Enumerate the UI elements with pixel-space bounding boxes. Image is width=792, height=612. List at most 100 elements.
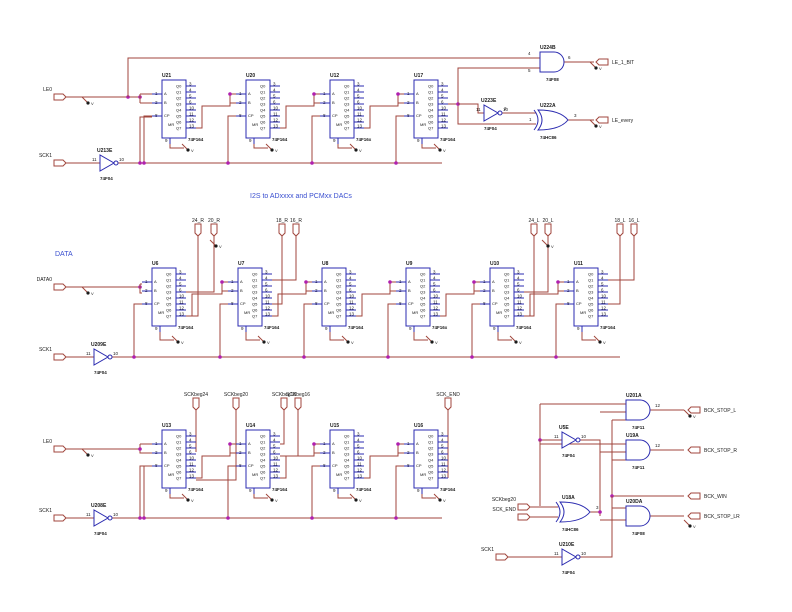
pin-name: Q4 [428, 458, 434, 463]
pin-number: 5 [601, 282, 604, 287]
net-label-l24: 24_L [528, 218, 539, 224]
pin-number: 13 [433, 312, 439, 317]
pin-number: 9 [165, 138, 168, 143]
wire [395, 465, 404, 518]
pin-name: Q1 [176, 440, 182, 445]
pin-number: 6 [517, 288, 520, 293]
wire [186, 236, 199, 317]
pin-number: 12 [601, 306, 607, 311]
register-body [321, 267, 347, 327]
pin-number: 6 [189, 100, 192, 105]
pin-number: 11 [476, 107, 481, 112]
wire [539, 440, 626, 445]
wire [683, 409, 690, 416]
pin-number: 5 [189, 444, 192, 449]
pin-number: 4 [189, 438, 192, 443]
inverter-body [93, 348, 110, 366]
gate-ref: U222A [540, 103, 556, 109]
wire [219, 303, 228, 357]
pin-name: Q4 [176, 458, 182, 463]
register-body [329, 429, 355, 489]
pin-name: Q5 [344, 464, 350, 469]
register-ref: U11 [574, 261, 583, 267]
gate-ref: U224B [540, 45, 556, 51]
pin-name: B [416, 100, 419, 105]
inverter-body [93, 509, 110, 527]
wire [245, 332, 260, 341]
pin-name: Q0 [260, 434, 266, 439]
pin-name: Q6 [176, 470, 182, 475]
junction-dot [142, 516, 146, 520]
inverter-bubble [575, 554, 581, 560]
junction-dot [226, 161, 230, 165]
pin-name: Q6 [344, 470, 350, 475]
pin-name: MR [252, 472, 258, 477]
register-ref: U17 [414, 73, 423, 79]
net-label-bck_stop_r: BCK_STOP_R [704, 448, 737, 454]
inverter-ref: U209E [91, 342, 107, 348]
pwr-mark: V [693, 414, 696, 419]
pin-number: 4 [349, 276, 352, 281]
net-flag [292, 223, 300, 237]
wire [305, 282, 312, 292]
pin-name: B [416, 450, 419, 455]
pin-number: 12 [655, 403, 661, 408]
junction-dot [396, 92, 400, 96]
net-flag [544, 223, 552, 237]
net-flag [53, 514, 67, 522]
wire [593, 335, 600, 342]
pin-number: 10 [119, 157, 125, 162]
inverter-part: 74F04 [94, 370, 107, 375]
pin-name: A [324, 279, 327, 284]
pin-name: A [416, 441, 419, 446]
pin-number: 6 [357, 100, 360, 105]
pin-number: 10 [113, 512, 119, 517]
wire [389, 282, 396, 292]
net-flag [444, 397, 452, 411]
gate-part: 74F11 [632, 425, 645, 430]
gate-ref: U18A [562, 495, 575, 501]
pin-number: 12 [517, 306, 523, 311]
and-gate-body [625, 399, 651, 421]
pin-name: MR [168, 472, 174, 477]
wire [557, 282, 564, 292]
inverter-body [561, 548, 578, 566]
inverter-body [561, 431, 578, 449]
pin-name: Q5 [504, 302, 510, 307]
pin-name: Q0 [252, 272, 258, 277]
pin-name: Q3 [176, 452, 182, 457]
wire [589, 61, 596, 68]
pin-number: 3 [574, 113, 577, 118]
wire [608, 236, 621, 305]
pin-name: Q3 [176, 102, 182, 107]
pin-name: Q1 [260, 440, 266, 445]
wire [311, 465, 320, 518]
wire [253, 144, 268, 149]
junction-dot [312, 442, 316, 446]
pwr-mark: V [219, 244, 222, 249]
register-body [151, 267, 177, 327]
wire [81, 448, 88, 455]
pin-name: Q7 [588, 314, 594, 319]
pin-name: Q4 [504, 296, 510, 301]
wire [280, 410, 285, 445]
wire [349, 493, 356, 500]
pwr-mark: V [91, 101, 94, 106]
pin-number: 10 [349, 294, 355, 299]
net-label-bck_stop_l: BCK_STOP_L [704, 408, 736, 414]
register-body [413, 79, 439, 139]
pin-name: Q3 [260, 452, 266, 457]
register-body [245, 429, 271, 489]
register-body [489, 267, 515, 327]
pin-name: CP [416, 113, 422, 118]
pin-number: 3 [441, 82, 444, 87]
pwr-mark: V [693, 524, 696, 529]
pin-number: 4 [517, 276, 520, 281]
pin-name: CP [332, 113, 338, 118]
inverter-bubble [575, 437, 581, 443]
ground-icon [688, 524, 692, 528]
pin-number: 10 [273, 106, 279, 111]
